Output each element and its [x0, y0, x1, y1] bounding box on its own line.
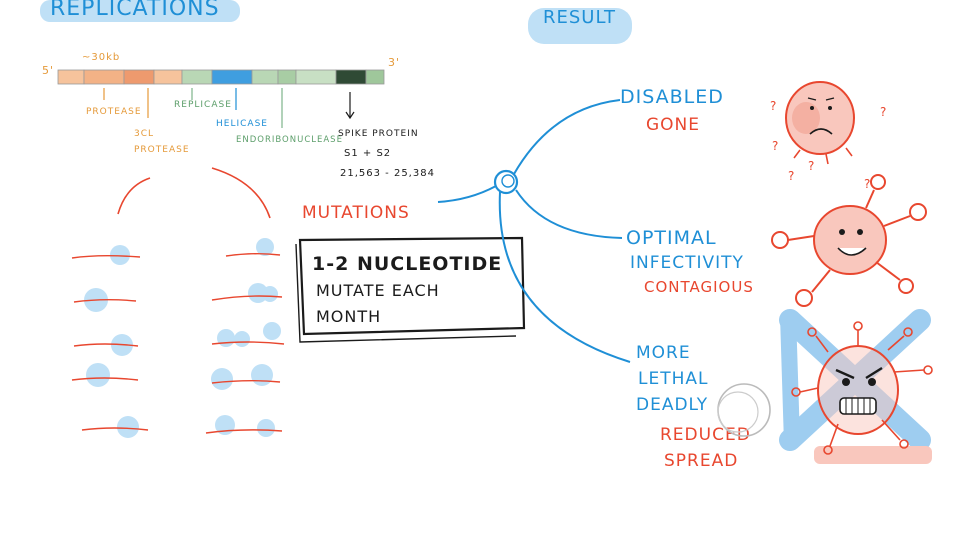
cl-protease-label-1: 3CL	[134, 129, 154, 139]
right-branch-arc	[211, 167, 271, 219]
s1s2-label: S1 + S2	[344, 148, 391, 159]
result-highlight	[528, 8, 632, 44]
mutation-box	[298, 236, 526, 336]
sad-virus-icon: ?? ?? ??	[770, 81, 886, 191]
left-branch-arc	[117, 177, 151, 215]
svg-text:?: ?	[772, 139, 778, 153]
branch-optimal	[515, 189, 623, 239]
mutation-box-line-3: MONTH	[316, 307, 381, 326]
spike-arrow	[345, 92, 355, 120]
lethal-label: LETHAL	[638, 369, 708, 389]
five-prime-label: 5'	[42, 64, 54, 77]
gone-label: GONE	[646, 115, 700, 135]
right-strand-column	[205, 238, 285, 437]
genome-size-label: ~30kb	[82, 52, 120, 63]
svg-text:?: ?	[808, 159, 814, 173]
genome-ticks-orange	[103, 88, 149, 118]
branch-lethal	[498, 191, 631, 363]
helicase-label: HELICASE	[216, 119, 268, 129]
optimal-label: OPTIMAL	[626, 227, 717, 249]
mutation-box-line-1: 1-2 NUCLEOTIDE	[312, 253, 502, 275]
happy-virus-icon	[771, 174, 927, 307]
spread-label: SPREAD	[664, 451, 738, 471]
spike-range-label: 21,563 - 25,384	[340, 168, 435, 179]
replications-heading: REPLICATIONS	[50, 0, 220, 21]
mutation-box-line-2: MUTATE EACH	[316, 281, 440, 300]
mutation-box-shadow	[295, 243, 517, 343]
svg-text:?: ?	[864, 177, 870, 191]
contagious-label: CONTAGIOUS	[644, 278, 754, 296]
svg-text:?: ?	[770, 99, 776, 113]
mutations-connector	[437, 185, 497, 203]
more-label: MORE	[636, 343, 691, 363]
grey-ring-inner	[717, 391, 759, 433]
branch-disabled	[513, 99, 621, 175]
endoribonuclease-label: ENDORIBONUCLEASE	[236, 135, 343, 145]
protease-label: PROTEASE	[86, 107, 142, 117]
cl-protease-label-2: PROTEASE	[134, 145, 190, 155]
result-heading: RESULT	[543, 7, 616, 28]
left-strand-column	[71, 245, 149, 438]
svg-text:?: ?	[788, 169, 794, 183]
replications-highlight	[40, 0, 240, 22]
replicase-label: REPLICASE	[174, 100, 232, 110]
deadly-label: DEADLY	[636, 395, 708, 415]
mutations-label: MUTATIONS	[302, 203, 410, 223]
disabled-label: DISABLED	[620, 86, 724, 108]
angry-virus-icon	[791, 321, 933, 464]
svg-text:?: ?	[880, 105, 886, 119]
infectivity-label: INFECTIVITY	[630, 253, 744, 273]
three-prime-label: 3'	[388, 56, 400, 69]
spike-protein-label: SPIKE PROTEIN	[338, 129, 419, 139]
genome-ticks-green	[191, 88, 283, 128]
genome-bar	[57, 69, 385, 85]
